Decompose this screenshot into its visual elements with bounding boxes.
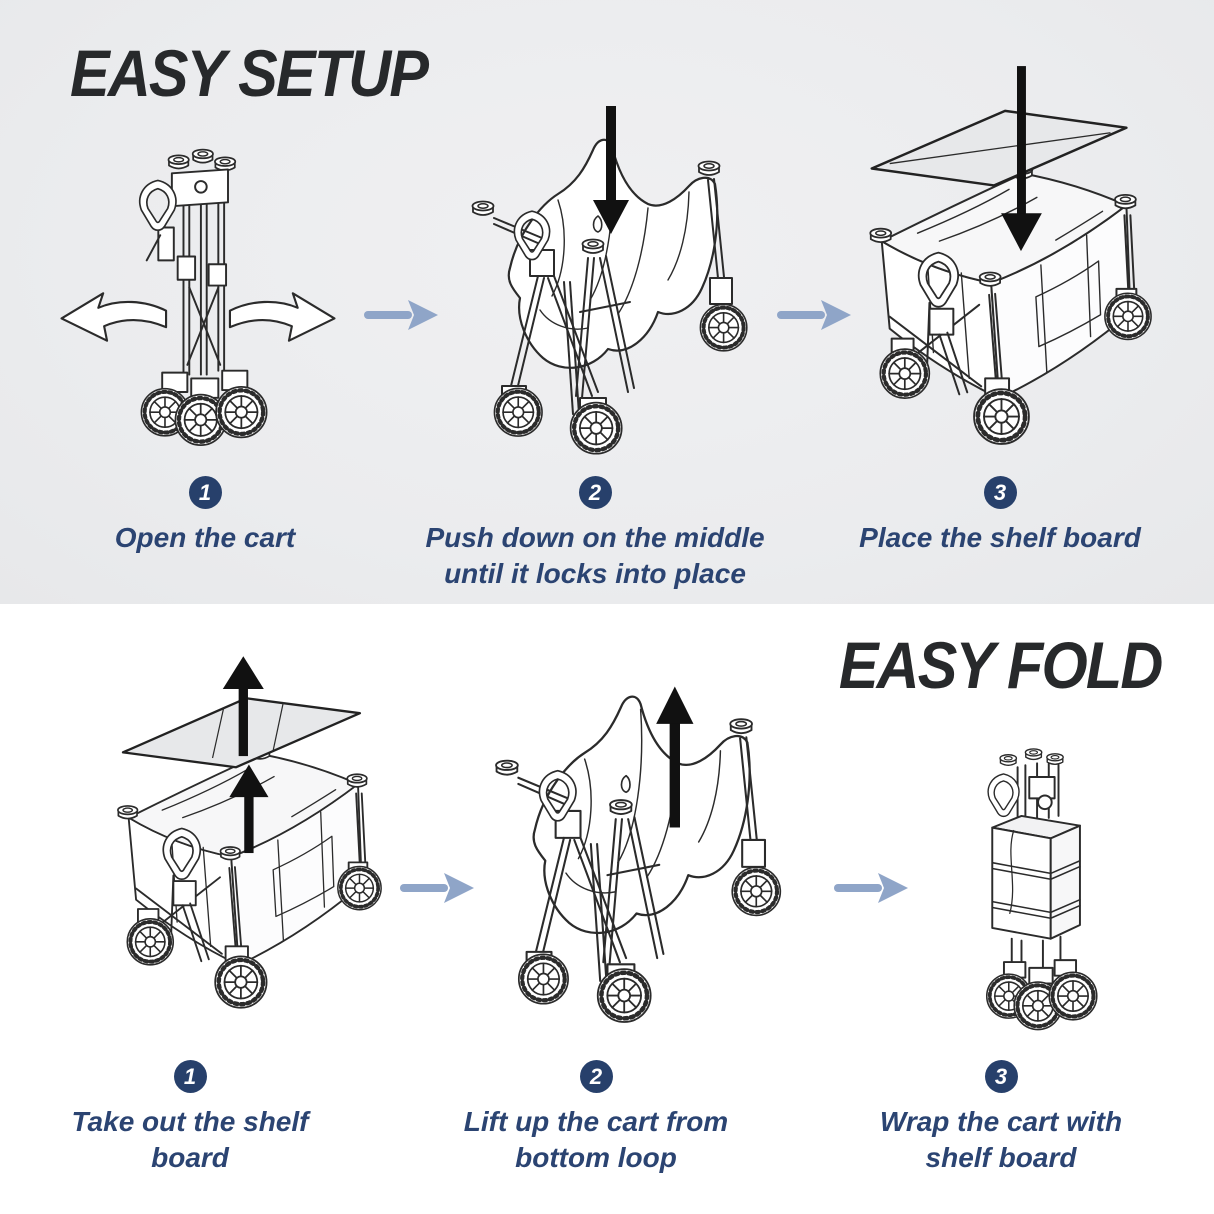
step-caption: Push down on the middle until it locks i… (425, 522, 765, 589)
easy-setup-section: EASY SETUP (0, 0, 1214, 604)
lift-up-arrow-icon (656, 686, 694, 828)
fold-step1-label: 1 Take out the shelf board (40, 1060, 340, 1175)
step-number-badge: 1 (173, 1060, 207, 1093)
next-step-arrow-icon (400, 873, 474, 903)
easy-fold-section: EASY FOLD (0, 604, 1214, 1214)
next-step-arrow-icon (834, 873, 908, 903)
fold-step3-label: 3 Wrap the cart with shelf board (825, 1060, 1177, 1175)
step-number-badge: 2 (579, 1060, 613, 1093)
fold-step1-illustration (82, 644, 427, 1036)
setup-step3-label: 3 Place the shelf board (820, 476, 1180, 556)
step-number-badge: 2 (578, 476, 612, 509)
step-caption: Open the cart (114, 522, 296, 553)
step-number-badge: 3 (984, 1060, 1018, 1093)
open-outward-arrows-icon (60, 292, 336, 342)
setup-step2-label: 2 Push down on the middle until it locks… (415, 476, 775, 591)
step-caption: Place the shelf board (859, 522, 1141, 553)
fold-step2-label: 2 Lift up the cart from bottom loop (420, 1060, 772, 1175)
setup-step3-illustration (832, 66, 1200, 464)
folded-cart-line-art (138, 148, 267, 446)
easy-setup-title: EASY SETUP (70, 36, 429, 110)
setup-step1-label: 1 Open the cart (55, 476, 355, 556)
step-caption: Wrap the cart with shelf board (879, 1106, 1123, 1173)
setup-step2-illustration (430, 100, 760, 460)
wrapped-cart-line-art (984, 748, 1097, 1030)
easy-fold-title: EASY FOLD (839, 628, 1163, 702)
push-down-arrow-icon (593, 106, 629, 234)
next-step-arrow-icon (777, 300, 851, 330)
next-step-arrow-icon (364, 300, 438, 330)
step-caption: Take out the shelf board (71, 1106, 309, 1173)
shelf-board (870, 109, 1128, 187)
step-number-badge: 1 (188, 476, 222, 509)
setup-step1-illustration (48, 142, 348, 462)
push-down-arrow-icon (1001, 66, 1042, 252)
fold-step3-illustration (926, 738, 1154, 1040)
step-number-badge: 3 (983, 476, 1017, 509)
fold-step2-illustration (452, 652, 794, 1032)
lift-up-arrow-icon (222, 656, 269, 854)
step-caption: Lift up the cart from bottom loop (463, 1106, 729, 1173)
